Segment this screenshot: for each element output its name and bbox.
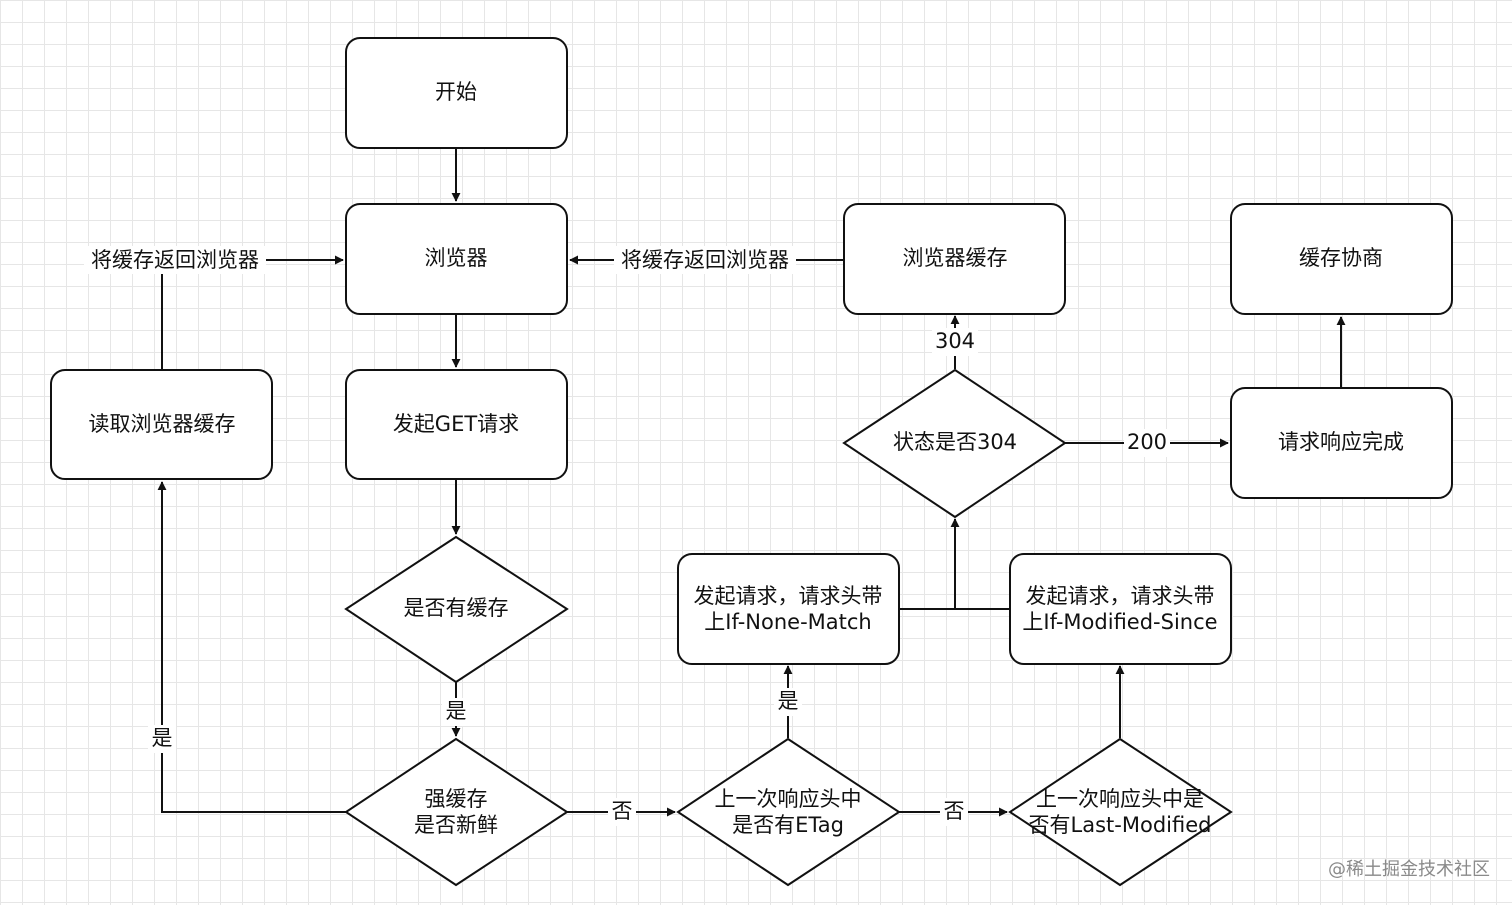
node-status-304-label: 状态是否304 bbox=[893, 430, 1017, 454]
node-strong-cache: 强缓存 是否新鲜 bbox=[344, 737, 569, 887]
node-has-last-modified-label-line1: 上一次响应头中是 bbox=[1036, 787, 1204, 811]
edge-label-yes-has-cache: 是 bbox=[442, 698, 470, 726]
node-cache-negotiation-label: 缓存协商 bbox=[1299, 246, 1383, 270]
node-read-cache-label: 读取浏览器缓存 bbox=[89, 412, 236, 436]
edge-label-yes-has-cache-text: 是 bbox=[446, 699, 467, 723]
edge-label-200: 200 bbox=[1124, 429, 1170, 457]
edge-label-return-cache-right-text: 将缓存返回浏览器 bbox=[621, 248, 789, 272]
edge-label-304: 304 bbox=[932, 328, 978, 356]
edge-label-no-strong-text: 否 bbox=[612, 799, 633, 823]
node-has-etag-label-line2: 是否有ETag bbox=[732, 813, 844, 837]
node-browser: 浏览器 bbox=[345, 203, 568, 315]
node-request-complete: 请求响应完成 bbox=[1230, 387, 1453, 499]
edge-label-return-cache-left-text: 将缓存返回浏览器 bbox=[91, 248, 259, 272]
node-if-none-match-label-line1: 发起请求，请求头带 bbox=[694, 584, 883, 608]
edge-label-no-etag-text: 否 bbox=[944, 799, 965, 823]
node-has-etag: 上一次响应头中 是否有ETag bbox=[676, 737, 901, 887]
node-has-last-modified-label-line2: 否有Last-Modified bbox=[1029, 813, 1212, 837]
edge-strong-cache-to-read-cache bbox=[157, 481, 346, 813]
node-strong-cache-label-line1: 强缓存 bbox=[425, 787, 488, 811]
node-has-cache: 是否有缓存 bbox=[344, 535, 569, 684]
edge-label-yes-strong-text: 是 bbox=[152, 726, 173, 750]
node-has-last-modified: 上一次响应头中是 否有Last-Modified bbox=[1008, 737, 1233, 887]
edge-label-no-etag: 否 bbox=[940, 798, 968, 826]
node-browser-cache: 浏览器缓存 bbox=[843, 203, 1066, 315]
edge-label-200-text: 200 bbox=[1127, 430, 1167, 454]
node-get-request: 发起GET请求 bbox=[345, 369, 568, 480]
edge-label-304-text: 304 bbox=[935, 329, 975, 353]
edge-label-return-cache-right: 将缓存返回浏览器 bbox=[614, 246, 796, 274]
node-has-cache-label: 是否有缓存 bbox=[404, 596, 509, 620]
node-if-modified-since-label-line1: 发起请求，请求头带 bbox=[1026, 584, 1215, 608]
node-request-complete-label: 请求响应完成 bbox=[1278, 430, 1404, 454]
node-start: 开始 bbox=[345, 37, 568, 149]
edge-label-return-cache-left: 将缓存返回浏览器 bbox=[84, 246, 266, 274]
edge-label-yes-etag-text: 是 bbox=[778, 689, 799, 713]
node-strong-cache-label-line2: 是否新鲜 bbox=[414, 813, 498, 837]
watermark: @稀土掘金技术社区 bbox=[1328, 859, 1490, 880]
node-has-etag-label-line1: 上一次响应头中 bbox=[715, 787, 862, 811]
node-if-none-match-request: 发起请求，请求头带 上If-None-Match bbox=[677, 553, 900, 665]
edge-label-yes-etag: 是 bbox=[774, 688, 802, 716]
node-if-none-match-label-line2: 上If-None-Match bbox=[704, 610, 871, 634]
node-if-modified-since-request: 发起请求，请求头带 上If-Modified-Since bbox=[1009, 553, 1232, 665]
node-status-304: 状态是否304 bbox=[842, 368, 1067, 519]
node-if-modified-since-label-line2: 上If-Modified-Since bbox=[1022, 610, 1217, 634]
edge-label-yes-strong: 是 bbox=[148, 725, 176, 753]
node-start-label: 开始 bbox=[435, 80, 477, 104]
node-browser-label: 浏览器 bbox=[425, 246, 488, 270]
node-browser-cache-label: 浏览器缓存 bbox=[903, 246, 1008, 270]
edge-label-no-strong: 否 bbox=[608, 798, 636, 826]
node-get-request-label: 发起GET请求 bbox=[393, 412, 519, 436]
edge-read-cache-to-browser bbox=[161, 255, 344, 369]
node-cache-negotiation: 缓存协商 bbox=[1230, 203, 1453, 315]
node-read-cache: 读取浏览器缓存 bbox=[50, 369, 273, 480]
